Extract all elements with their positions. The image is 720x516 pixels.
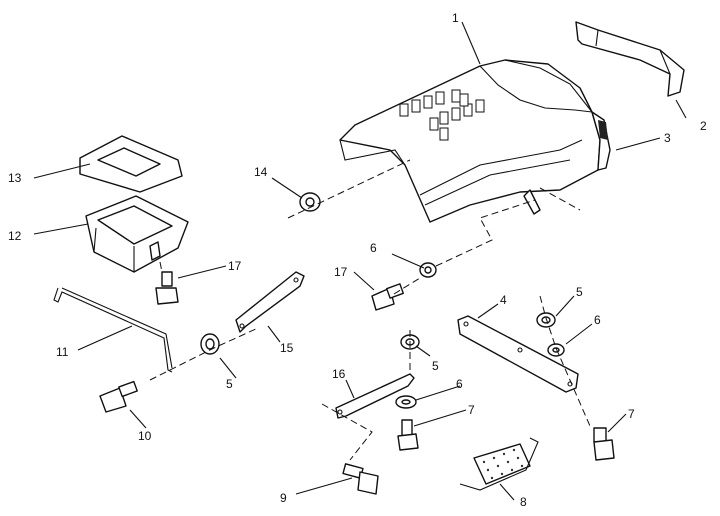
bolt-17-center-part [371, 283, 404, 311]
nut-5-right-part [536, 312, 556, 328]
callout-5-left: 5 [226, 377, 233, 391]
callout-7-center: 7 [468, 403, 475, 417]
callout-6-right: 6 [594, 313, 601, 327]
callout-6-upper: 6 [370, 241, 377, 255]
callout-13: 13 [8, 171, 22, 185]
hood-part [339, 59, 611, 223]
callout-labels: 1 2 3 4 5 5 5 6 6 6 7 7 8 9 10 11 12 13 … [8, 11, 707, 509]
brush-8-part [459, 437, 539, 491]
callout-2: 2 [700, 119, 707, 133]
assembly-axes [149, 159, 591, 461]
callout-12: 12 [8, 229, 22, 243]
bumper-part [575, 21, 685, 97]
plate-4-part [457, 315, 579, 393]
bolt-10-part [99, 380, 138, 413]
callout-15: 15 [280, 341, 294, 355]
strap-16-part [335, 373, 415, 419]
leader-lines [33, 21, 687, 501]
bolt-9-part [342, 463, 379, 495]
battery-tray-part [85, 195, 189, 273]
callout-10: 10 [138, 429, 152, 443]
callout-6-center: 6 [456, 377, 463, 391]
washer-6-upper-part [419, 262, 437, 278]
callout-8: 8 [520, 495, 527, 509]
callout-17-left: 17 [228, 259, 242, 273]
callout-4: 4 [500, 293, 507, 307]
nut-5-left-part [200, 333, 220, 355]
bolt-7-right-part [593, 427, 615, 461]
callout-3: 3 [664, 131, 671, 145]
seal-ring-part [79, 135, 183, 193]
callout-5-right: 5 [576, 285, 583, 299]
callout-16: 16 [332, 367, 346, 381]
callout-9: 9 [280, 491, 287, 505]
bolt-7-center-part [397, 419, 419, 451]
washer-6-right-part [547, 343, 565, 357]
callout-17-center: 17 [334, 265, 348, 279]
callout-11: 11 [56, 345, 69, 359]
callout-7-right: 7 [628, 407, 635, 421]
callout-5-center: 5 [432, 359, 439, 373]
bushing-14-part [299, 192, 321, 212]
bracket-15-part [235, 271, 305, 333]
washer-6-center-part [395, 395, 417, 409]
bolt-17-left-part [155, 271, 179, 305]
callout-1: 1 [452, 11, 459, 25]
callout-14: 14 [254, 165, 268, 179]
support-rod-part [53, 287, 173, 373]
